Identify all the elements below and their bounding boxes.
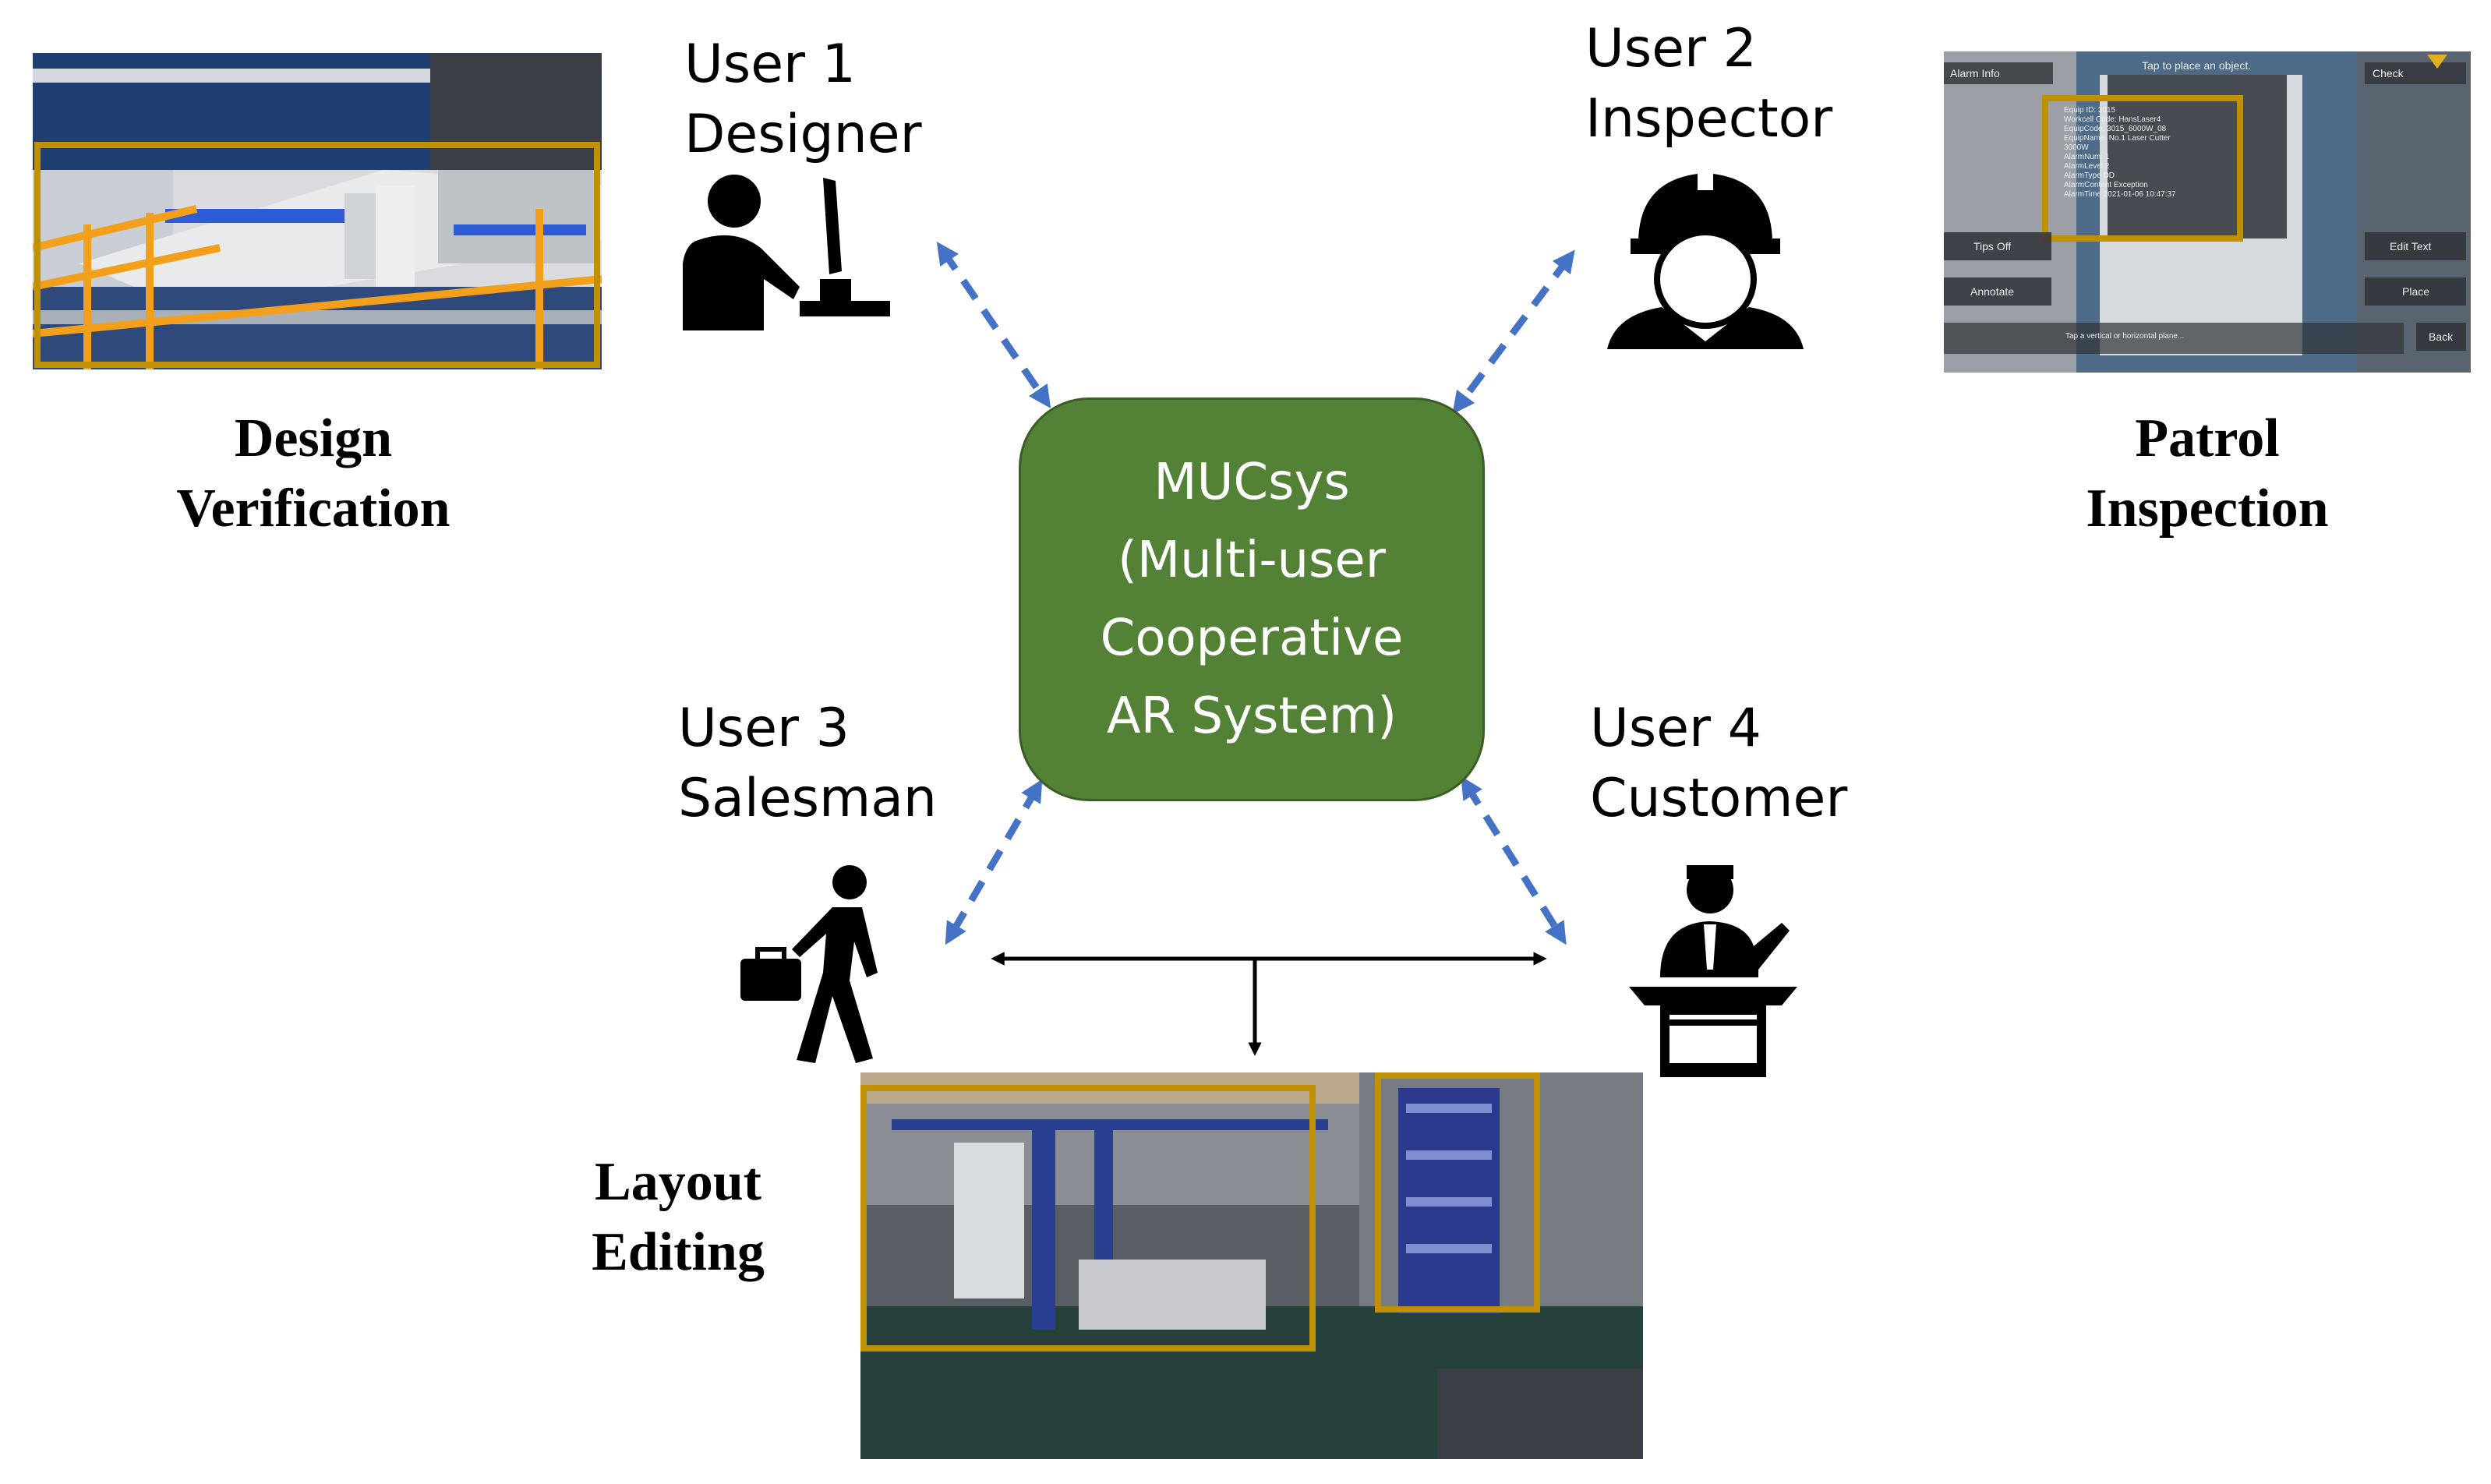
tips-off-button[interactable]: Tips Off bbox=[1973, 240, 2012, 253]
user1-link-arrow bbox=[936, 242, 1051, 408]
layout-editing-image bbox=[860, 1072, 1643, 1459]
info-line: Workcell Code: HansLaser4 bbox=[2064, 115, 2161, 124]
designer-at-computer-icon bbox=[683, 175, 890, 330]
user-role: Designer bbox=[684, 104, 922, 165]
inspector-hardhat-icon bbox=[1607, 167, 1804, 349]
user-role: Customer bbox=[1590, 768, 1848, 829]
user-role: Salesman bbox=[678, 768, 937, 829]
info-line: EquipName: No.1 Laser Cutter bbox=[2064, 134, 2171, 143]
caption-line: Editing bbox=[592, 1222, 765, 1282]
user-number: User 4 bbox=[1590, 698, 1761, 759]
info-line: EquipCode: 3015_6000W_08 bbox=[2064, 125, 2167, 133]
info-line: AlarmType DD bbox=[2064, 171, 2115, 180]
equipment-info-panel: Equip ID: 3015 Workcell Code: HansLaser4… bbox=[2064, 106, 2251, 200]
user2-link-arrow bbox=[1452, 249, 1575, 415]
user-number: User 3 bbox=[678, 698, 850, 759]
mucsys-center-box: MUCsys (Multi-user Cooperative AR System… bbox=[1019, 398, 1485, 801]
user-1-label: User 1 Designer bbox=[684, 30, 922, 170]
design-verification-image bbox=[33, 53, 602, 369]
info-line: AlarmLevel 2 bbox=[2064, 162, 2110, 171]
user-role: Inspector bbox=[1585, 88, 1833, 150]
salesman-walking-icon bbox=[740, 865, 878, 1063]
alarm-info-button[interactable]: Alarm Info bbox=[1950, 67, 2000, 80]
ar-top-hint: Tap to place an object. bbox=[2142, 59, 2252, 72]
caption-line: Verification bbox=[176, 479, 450, 539]
info-line: 3000W bbox=[2064, 143, 2089, 152]
check-button[interactable]: Check bbox=[2373, 67, 2404, 80]
annotate-button[interactable]: Annotate bbox=[1970, 285, 2015, 298]
edit-text-button[interactable]: Edit Text bbox=[2390, 240, 2432, 253]
info-line: Equip ID: 3015 bbox=[2064, 106, 2116, 115]
center-line: Cooperative bbox=[1100, 610, 1404, 667]
user-4-label: User 4 Customer bbox=[1590, 694, 1847, 834]
patrol-inspection-image: Tap to place an object. Alarm Info Check… bbox=[1944, 51, 2471, 373]
user-2-label: User 2 Inspector bbox=[1585, 14, 1832, 154]
user4-link-arrow bbox=[1461, 776, 1567, 945]
back-button[interactable]: Back bbox=[2429, 330, 2454, 343]
customer-at-podium-icon bbox=[1629, 865, 1797, 1077]
design-verification-caption: Design Verification bbox=[118, 404, 508, 544]
caption-line: Layout bbox=[595, 1152, 761, 1212]
user-number: User 2 bbox=[1585, 18, 1757, 80]
user-3-label: User 3 Salesman bbox=[678, 694, 937, 834]
info-line: AlarmTime 2021-01-06 10:47:37 bbox=[2064, 190, 2176, 199]
caption-line: Inspection bbox=[2086, 479, 2329, 539]
caption-line: Patrol bbox=[2135, 408, 2280, 468]
ar-bottom-hint: Tap a vertical or horizontal plane... bbox=[2065, 332, 2185, 341]
center-line: AR System) bbox=[1106, 687, 1397, 745]
center-line: (Multi-user bbox=[1117, 532, 1387, 589]
user3-link-arrow bbox=[945, 779, 1043, 945]
user-number: User 1 bbox=[684, 34, 856, 95]
layout-editing-caption: Layout Editing bbox=[546, 1147, 811, 1288]
patrol-inspection-caption: Patrol Inspection bbox=[2012, 404, 2402, 544]
place-button[interactable]: Place bbox=[2402, 285, 2430, 298]
info-line: AlarmNum: 1 bbox=[2064, 153, 2110, 161]
caption-line: Design bbox=[234, 408, 393, 468]
center-line: MUCsys bbox=[1154, 454, 1350, 511]
info-line: AlarmContent Exception bbox=[2064, 181, 2148, 189]
